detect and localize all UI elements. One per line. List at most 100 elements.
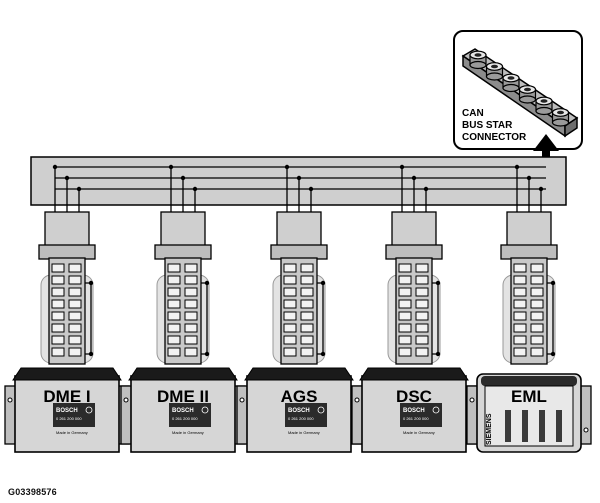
harness-segment <box>530 263 544 273</box>
harness-segment <box>184 275 198 285</box>
harness-segment <box>513 347 527 357</box>
bosch-logo-icon <box>317 406 325 414</box>
module-brand: SIEMENS <box>486 413 493 445</box>
harness-segment <box>398 299 412 309</box>
harness-segment <box>283 299 297 309</box>
module-brand: BOSCH <box>288 408 310 414</box>
harness-segment <box>184 263 198 273</box>
harness-segment <box>300 287 314 297</box>
harness-segment <box>167 275 181 285</box>
wire-junction <box>308 186 314 192</box>
harness-segment <box>283 275 297 285</box>
wire-junction <box>204 280 210 286</box>
harness-segment <box>167 299 181 309</box>
wire-junction <box>320 351 326 357</box>
harness-segment <box>68 335 82 345</box>
harness-segment <box>68 311 82 321</box>
harness-segment <box>68 347 82 357</box>
module-origin: Made in Germany <box>172 430 204 435</box>
mount-hole <box>354 397 360 403</box>
plug-collar <box>154 244 212 260</box>
harness-segment <box>513 263 527 273</box>
harness-segment <box>68 275 82 285</box>
harness-segment <box>415 347 429 357</box>
harness-segment <box>530 275 544 285</box>
harness-segment <box>300 275 314 285</box>
harness-segment <box>398 335 412 345</box>
return-wire <box>201 282 208 355</box>
wire-junction <box>538 186 544 192</box>
harness-segment <box>300 299 314 309</box>
plug-head <box>276 211 322 247</box>
module-label: DME II <box>157 387 209 406</box>
label-plate <box>169 403 211 427</box>
connector-inset: CAN BUS STAR CONNECTOR <box>453 30 583 170</box>
wire-junction <box>399 164 405 170</box>
wire-junction <box>88 280 94 286</box>
mount-hole <box>239 397 245 403</box>
wire-junction <box>284 164 290 170</box>
harness-segment <box>398 287 412 297</box>
harness-segment <box>283 335 297 345</box>
module-brand: BOSCH <box>56 408 78 414</box>
harness-segment <box>300 323 314 333</box>
label-plate <box>285 403 327 427</box>
plug-collar <box>270 244 328 260</box>
harness-segment <box>51 347 65 357</box>
mount-hole <box>123 397 129 403</box>
wire-junction <box>435 280 441 286</box>
wire-junction <box>435 351 441 357</box>
connector-socket <box>535 96 553 116</box>
wire-junction <box>550 351 556 357</box>
harness-segment <box>184 335 198 345</box>
module-origin: Made in Germany <box>288 430 320 435</box>
module-brand: BOSCH <box>172 408 194 414</box>
module-origin: Made in Germany <box>56 430 88 435</box>
wire-junction <box>64 175 70 181</box>
module-cap <box>244 367 354 381</box>
connector-socket <box>502 73 520 93</box>
star-connector-illustration <box>461 48 579 138</box>
harness-segment <box>415 287 429 297</box>
connector-socket <box>518 85 537 104</box>
connector-socket <box>485 62 504 81</box>
harness-segment <box>398 311 412 321</box>
harness-segment <box>513 287 527 297</box>
module-origin: Made in Germany <box>403 430 435 435</box>
plug-head <box>506 211 552 247</box>
harness-segment <box>415 311 429 321</box>
connector-housing-end <box>564 116 578 138</box>
harness-segment <box>513 335 527 345</box>
harness-segment <box>51 323 65 333</box>
wire-junction <box>180 175 186 181</box>
plug-head <box>391 211 437 247</box>
harness-segment <box>283 263 297 273</box>
harness-segment <box>530 335 544 345</box>
harness-segment <box>513 275 527 285</box>
harness-segment <box>398 347 412 357</box>
module-part-number: 0 261 200 000 <box>56 416 82 421</box>
mount-hole <box>583 427 589 433</box>
connector-socket <box>469 50 487 70</box>
wire-junction <box>526 175 532 181</box>
wire-junction <box>192 186 198 192</box>
wire-junction <box>411 175 417 181</box>
return-wire <box>547 282 554 355</box>
harness-segment <box>415 299 429 309</box>
harness-segment <box>415 263 429 273</box>
harness-segment <box>530 299 544 309</box>
harness-segment <box>300 335 314 345</box>
plug-collar <box>500 244 558 260</box>
harness-segment <box>415 335 429 345</box>
harness-segment <box>51 311 65 321</box>
bosch-logo-icon <box>432 406 440 414</box>
return-wire <box>432 282 439 355</box>
wire-junction <box>320 280 326 286</box>
harness-segment <box>283 287 297 297</box>
harness-segment <box>300 263 314 273</box>
harness-segment <box>530 347 544 357</box>
harness-segment <box>283 311 297 321</box>
